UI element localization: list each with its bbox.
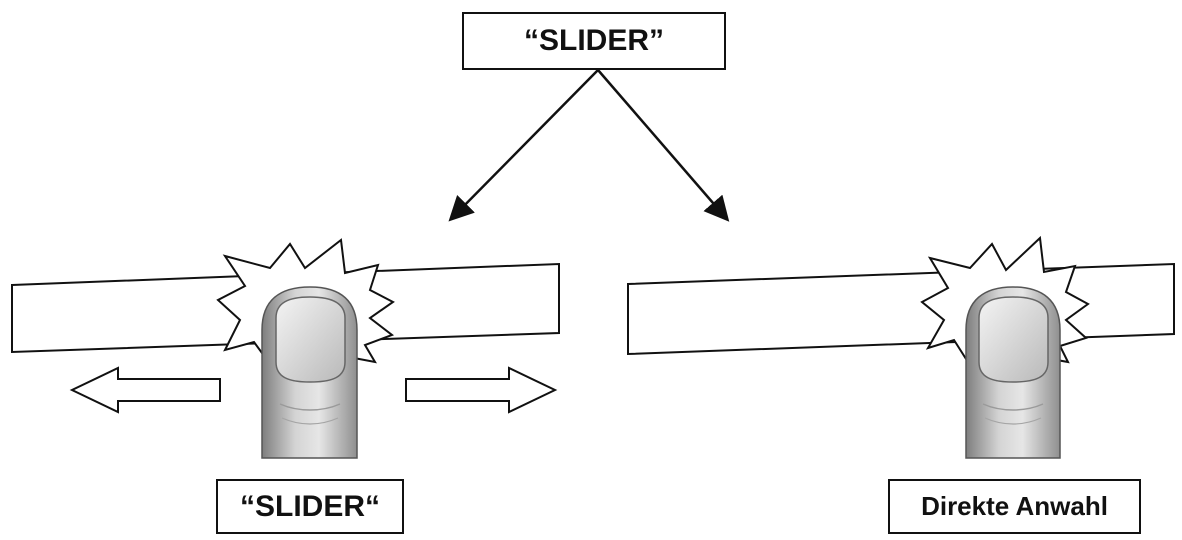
slider-label: “SLIDER“ — [216, 479, 404, 534]
arrow-left-icon — [69, 366, 221, 414]
top-label: “SLIDER” — [462, 12, 726, 70]
finger-icon — [965, 286, 1061, 459]
arrow-right-icon — [405, 366, 558, 414]
selection-bar-right — [627, 262, 1175, 356]
connector-arrow-left — [448, 69, 599, 222]
finger-icon — [261, 286, 358, 459]
connector-arrow-right — [597, 69, 730, 222]
direct-select-label: Direkte Anwahl — [888, 479, 1141, 534]
